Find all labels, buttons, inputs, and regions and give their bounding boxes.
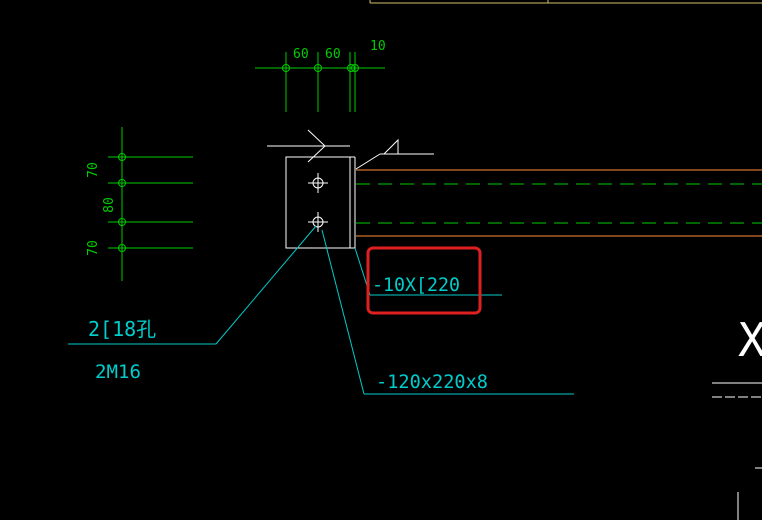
top-dim-60-a: 60 [293, 47, 309, 62]
leader-hole [68, 225, 317, 345]
top-dim-60-b: 60 [325, 47, 341, 62]
channel-spec-label[interactable]: -10X[220 [372, 274, 460, 296]
axis-mark-label: X [738, 313, 762, 367]
bolt-hole-top[interactable] [308, 173, 328, 193]
left-dim-70-a: 70 [86, 162, 101, 178]
left-dim-70-b: 70 [86, 240, 101, 256]
beam-channel [356, 169, 762, 237]
bolt-hole-bottom[interactable] [308, 212, 328, 232]
weld-symbol-right [355, 138, 434, 170]
hole-spec-label[interactable]: 2[18孔 [88, 317, 156, 341]
plate-spec-label[interactable]: -120x220x8 [376, 371, 488, 393]
left-dimension-chain [108, 127, 193, 281]
left-dim-80: 80 [102, 197, 117, 213]
drawing-frame-fragment [369, 0, 762, 4]
connection-plate[interactable] [285, 156, 356, 249]
leader-plate [321, 229, 574, 395]
axis-mark-underline [712, 382, 762, 520]
top-dim-10: 10 [370, 39, 386, 54]
channel-spec-highlight [366, 246, 482, 315]
top-dimension-chain [255, 52, 385, 112]
bolt-spec-label[interactable]: 2M16 [95, 361, 141, 383]
weld-symbol-top [267, 129, 350, 163]
